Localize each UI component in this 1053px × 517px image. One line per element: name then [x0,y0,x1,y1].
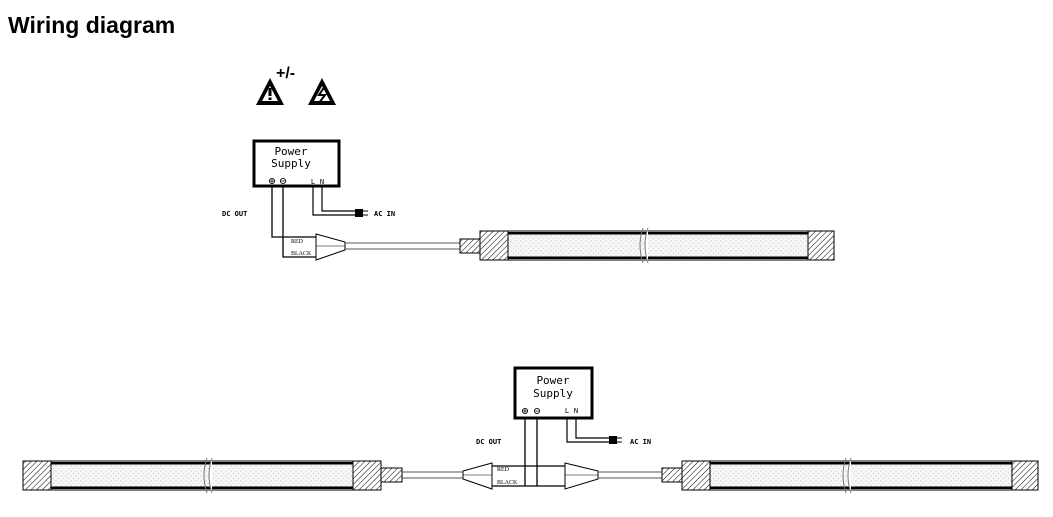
power-supply-label-2: Supply [533,387,573,400]
strip-end-cap [352,460,382,491]
power-supply-box [252,139,341,188]
strip-end-cap [807,230,835,261]
strip-end-cap [22,460,52,491]
strip-end-cap [479,230,509,261]
electric-shock-icon [308,78,336,105]
bottom-wiring: Power Supply L N DC OUT AC IN RED BLACK [22,366,1039,494]
wire-black-label: BLACK [497,480,518,486]
wire-red-label: RED [291,239,304,245]
power-supply-label-2: Supply [271,157,311,170]
strip-connector [459,238,481,254]
strip-end-cap [681,460,711,491]
strip-connector [380,467,403,483]
page-title: Wiring diagram [8,12,176,38]
power-supply-label-1: Power [274,145,307,158]
dc-out-label: DC OUT [476,438,501,446]
terminal-n-label: N [320,178,324,186]
dc-out-label: DC OUT [222,210,247,218]
dc-plus-terminal-icon [521,407,529,415]
ac-in-label: AC IN [630,438,651,446]
power-supply-label-1: Power [536,374,569,387]
dc-plus-terminal-icon [268,177,276,185]
dc-minus-terminal-icon [279,177,287,185]
terminal-l-label: L [311,178,315,186]
ac-in-label: AC IN [374,210,395,218]
led-strip [50,460,354,491]
caution-icon [256,78,284,105]
warning-icons: +/- [256,65,336,105]
led-strip [709,460,1013,491]
terminal-n-label: N [574,407,578,415]
plus-minus-label: +/- [276,65,295,82]
led-strip [507,230,809,261]
terminal-l-label: L [565,407,569,415]
power-supply-box [513,366,594,420]
strip-end-cap [1011,460,1039,491]
strip-connector [661,467,683,483]
top-wiring: Power Supply L N DC OUT AC IN RED BLACK [222,139,835,264]
dc-minus-terminal-icon [533,407,541,415]
wire-black-label: BLACK [291,251,312,257]
wire-red-label: RED [497,467,510,473]
